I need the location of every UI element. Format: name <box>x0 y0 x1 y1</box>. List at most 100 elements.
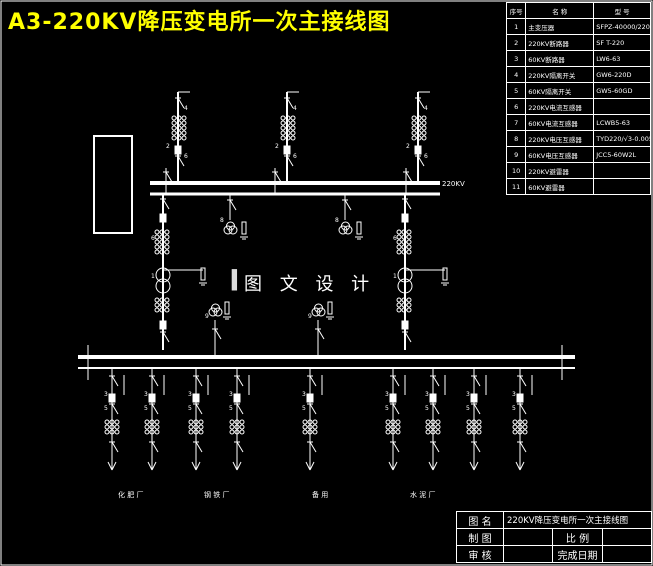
bom-cell-name: 60KV避雷器 <box>525 178 595 195</box>
tb-date-value <box>601 545 653 563</box>
feeder-ct-coil <box>188 419 194 425</box>
bom-header-row: 序号 名 称 型 号 <box>505 2 651 19</box>
isolator-blade <box>111 375 119 387</box>
symbol-number: 6 <box>393 235 397 242</box>
isolator-blade <box>432 403 440 415</box>
breaker-symbol <box>429 393 437 403</box>
feeder-ct-coil <box>302 429 308 435</box>
symbol-number: 4 <box>184 105 188 112</box>
symbol-number: 5 <box>104 405 108 412</box>
voltage-transformer-coil <box>314 303 323 313</box>
feeder-ct-coil <box>198 429 204 435</box>
symbol-number: 8 <box>220 217 224 224</box>
feeder-ct-coil <box>430 424 436 430</box>
line-ct-coil <box>176 135 182 141</box>
feeder-ct-coil <box>395 424 401 430</box>
transformer-ct-coil <box>406 239 412 245</box>
symbol-number: 2 <box>166 143 170 150</box>
isolator-blade <box>177 97 185 109</box>
feeder-ct-coil <box>425 419 431 425</box>
symbol-number: 3 <box>229 391 233 398</box>
transformer-lv-ct-coil <box>159 302 165 308</box>
bom-header-no: 序号 <box>505 2 527 19</box>
isolator-blade <box>309 375 317 387</box>
feeder-arrow <box>519 461 525 471</box>
isolator-blade <box>195 441 203 453</box>
bom-cell-no: 11 <box>505 178 527 195</box>
transformer-lv-ct-coil <box>401 307 407 313</box>
symbol-number: 5 <box>144 405 148 412</box>
feeder-ct-coil <box>395 419 401 425</box>
schematic <box>78 135 575 369</box>
feeder-ct-coil <box>109 424 115 430</box>
symbol-number: 6 <box>293 153 297 160</box>
transformer-lv-ct-coil <box>164 307 170 313</box>
feeder-ct-coil <box>149 429 155 435</box>
transformer-ct-coil <box>406 229 412 235</box>
feeder-arrow <box>191 461 197 471</box>
feeder-ct-coil <box>229 429 235 435</box>
feeder-ct-coil <box>466 424 472 430</box>
symbol-number: 5 <box>188 405 192 412</box>
transformer-winding-lv <box>155 278 171 294</box>
transformer-ct-coil <box>406 244 412 250</box>
line-ct-coil <box>285 115 291 121</box>
bom-cell-no: 9 <box>505 146 527 163</box>
isolator-blade <box>236 403 244 415</box>
symbol-number: 8 <box>335 217 339 224</box>
bom-cell-model: LCWB5-63 <box>593 114 651 131</box>
breaker-symbol <box>306 393 314 403</box>
feeder-ct-coil <box>471 419 477 425</box>
surge-arrester <box>356 221 362 235</box>
feeder-ct-coil <box>435 419 441 425</box>
feeder-ct-coil <box>149 424 155 430</box>
isolator-blade <box>473 441 481 453</box>
feeder-ct-coil <box>435 424 441 430</box>
transformer-ct-coil <box>401 239 407 245</box>
feeder-arrow <box>473 461 479 471</box>
feeder-ct-coil <box>114 424 120 430</box>
breaker-symbol <box>401 213 409 223</box>
feeder-ct-coil <box>517 429 523 435</box>
bom-cell-name: 220KV电流互感器 <box>525 98 595 115</box>
feeder-ct-coil <box>476 419 482 425</box>
feeder-ct-coil <box>435 429 441 435</box>
line-ct-coil <box>280 120 286 126</box>
isolator-blade <box>473 375 481 387</box>
feeder-ct-coil <box>425 429 431 435</box>
watermark-logo-icon: ▍ <box>232 270 246 291</box>
feeder-ct-coil <box>239 419 245 425</box>
transformer-ct-coil <box>164 244 170 250</box>
surge-arrester <box>442 267 448 281</box>
feeder-ct-coil <box>109 429 115 435</box>
bom-cell-no: 4 <box>505 66 527 83</box>
transformer-ct-coil <box>159 239 165 245</box>
isolator-blade <box>432 375 440 387</box>
bom-cell-model: GW5-60GD <box>593 82 651 99</box>
feeder-ct-coil <box>517 419 523 425</box>
feeder-ct-coil <box>312 424 318 430</box>
feeder-ct-coil <box>193 419 199 425</box>
line-ct-coil <box>290 120 296 126</box>
breaker-symbol <box>148 393 156 403</box>
feeder-ct-coil <box>471 429 477 435</box>
transformer-ct-coil <box>401 244 407 250</box>
bom-cell-model: LW6-63 <box>593 50 651 67</box>
line-ct-coil <box>171 135 177 141</box>
feeder-ct-coil <box>144 419 150 425</box>
line-ct-coil <box>280 115 286 121</box>
symbol-number: 3 <box>188 391 192 398</box>
symbol-number: 5 <box>229 405 233 412</box>
isolator-blade <box>151 375 159 387</box>
bom-cell-model <box>593 98 651 115</box>
feeder-ct-coil <box>476 424 482 430</box>
isolator-blade <box>195 403 203 415</box>
line-ct-coil <box>416 125 422 131</box>
